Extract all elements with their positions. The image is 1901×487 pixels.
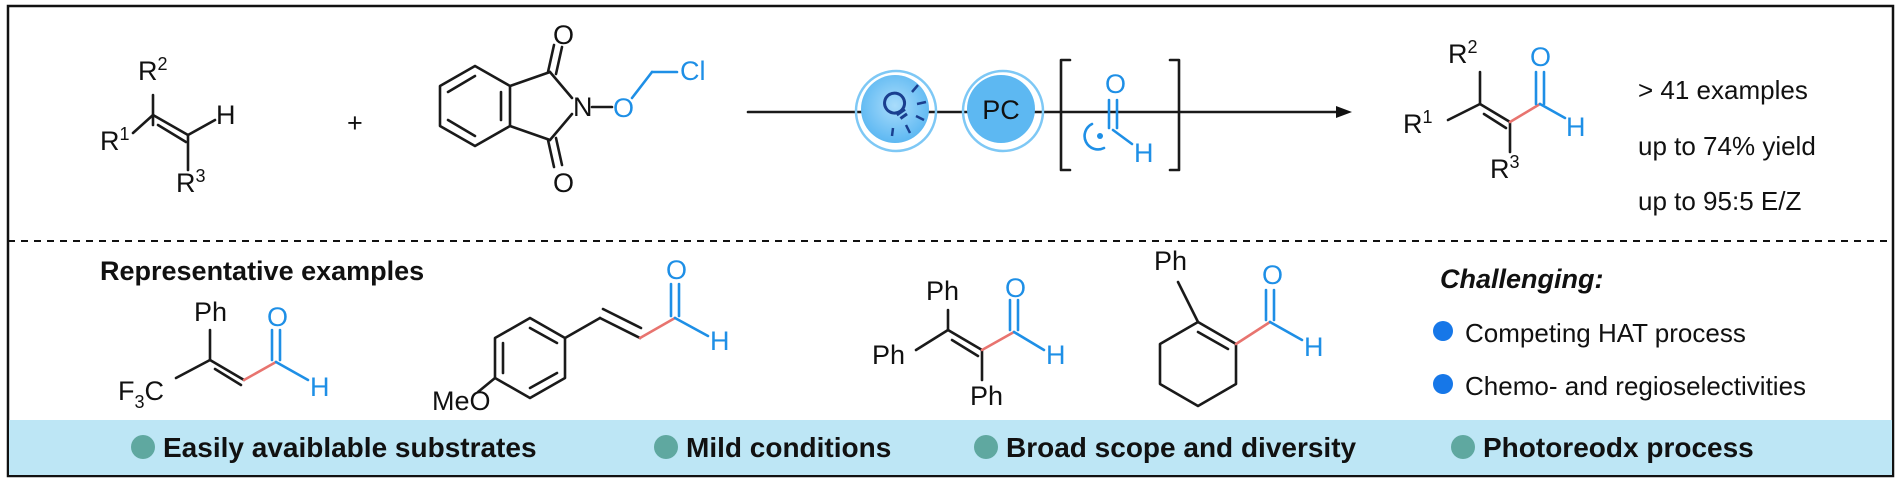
feature-dot-icon (974, 435, 998, 459)
phthalimide-reagent: O O N O Cl (438, 20, 706, 198)
ex3-ph-top: Ph (926, 276, 959, 306)
imide-o-top: O (553, 20, 574, 50)
plus-sign: + (347, 108, 363, 138)
ex4-o: O (1262, 260, 1283, 290)
imide-n: N (573, 92, 593, 122)
ex2-meo: MeO (432, 386, 491, 416)
radical-h: H (1134, 138, 1154, 168)
bullet-dot-icon (1433, 321, 1453, 341)
ex1-ph: Ph (194, 297, 227, 327)
ex2-h: H (710, 326, 730, 356)
ex3-ph-bottom: Ph (970, 381, 1003, 411)
feature-dot-icon (654, 435, 678, 459)
ex1-h: H (310, 372, 330, 402)
light-bulb-icon (854, 69, 938, 153)
ex4-ph: Ph (1154, 246, 1187, 276)
ex3-o: O (1005, 273, 1026, 303)
stat-yield: up to 74% yield (1638, 131, 1816, 161)
product-h: H (1566, 112, 1586, 142)
chloride: Cl (680, 56, 706, 86)
ex1-cf3: F3C (118, 376, 164, 412)
example-2-structure: MeO O H (432, 255, 730, 416)
challenge-item-hat: Competing HAT process (1465, 318, 1746, 348)
ex3-ph-left: Ph (872, 340, 905, 370)
example-1-structure: Ph F3C O H (118, 297, 330, 412)
imide-o-bottom: O (553, 168, 574, 198)
examples-heading: Representative examples (100, 256, 424, 286)
features-banner (9, 420, 1892, 475)
reaction-arrow (746, 106, 1352, 118)
alkene-r2-label: R2 (138, 54, 168, 86)
ex3-h: H (1046, 340, 1066, 370)
challenge-item-selectivity: Chemo- and regioselectivities (1465, 371, 1806, 401)
ether-o: O (613, 93, 634, 123)
radical-o: O (1105, 69, 1126, 99)
alkene-reactant: R2 R1 H R3 (100, 54, 236, 198)
stat-selectivity: up to 95:5 E/Z (1638, 186, 1801, 216)
ex2-o: O (666, 255, 687, 285)
feature-dot-icon (131, 435, 155, 459)
example-4-structure: Ph O H (1154, 246, 1324, 408)
challenging-title: Challenging: (1440, 264, 1604, 294)
feature-dot-icon (1451, 435, 1475, 459)
feature-scope: Broad scope and diversity (1006, 432, 1357, 463)
photocatalyst-badge: PC (961, 69, 1045, 153)
alkene-r1-label: R1 (100, 124, 130, 156)
ex1-o: O (267, 302, 288, 332)
product-r3-label: R3 (1490, 152, 1520, 184)
product-r1-label: R1 (1403, 107, 1433, 139)
formyl-radical: O H (1059, 58, 1181, 172)
bullet-dot-icon (1433, 374, 1453, 394)
alkene-h-label: H (216, 100, 236, 130)
feature-conditions: Mild conditions (686, 432, 891, 463)
feature-substrates: Easily avaiblable substrates (163, 432, 537, 463)
photocatalyst-label: PC (982, 95, 1020, 125)
ex4-h: H (1304, 332, 1324, 362)
product-r2-label: R2 (1448, 37, 1478, 69)
product-o: O (1530, 42, 1551, 72)
enal-product: R2 R1 R3 O H (1403, 37, 1586, 184)
feature-photoredox: Photoreodx process (1483, 432, 1754, 463)
example-3-structure: Ph Ph Ph O H (872, 273, 1066, 411)
stat-examples: > 41 examples (1638, 75, 1808, 105)
alkene-r3-label: R3 (176, 166, 206, 198)
